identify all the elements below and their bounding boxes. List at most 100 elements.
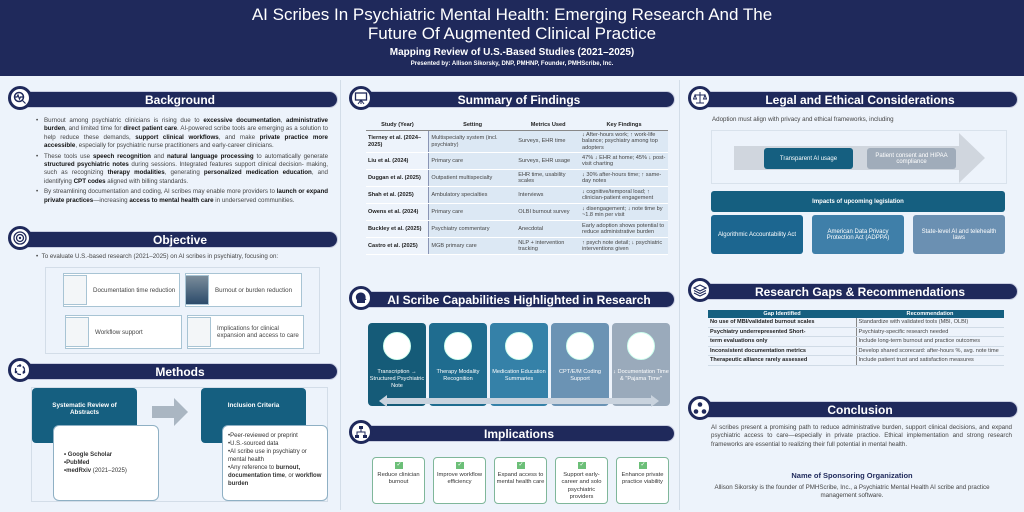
capability-label: ↓ Documentation Time & "Pajama Time"	[613, 369, 669, 382]
presenter-line: Presented by: Allison Sikorsky, DNP, PMH…	[410, 61, 614, 67]
table-cell: Outpatient multispecialty	[428, 169, 517, 188]
law-item: State-level AI and telehealth laws	[913, 215, 1005, 254]
section-title: Legal and Ethical Considerations	[702, 91, 1018, 108]
criteria-item: •Any reference to burnout, documentation…	[228, 465, 322, 487]
table-cell: Ambulatory specialties	[428, 186, 517, 205]
workflow-people-icon	[65, 317, 89, 347]
right-column: Legal and Ethical Considerations Adoptio…	[680, 80, 1024, 510]
table-cell: Standardize with validated tools (MBI, O…	[855, 318, 1004, 328]
table-cell: Psychiatry-specific research needed	[855, 327, 1004, 338]
table-cell: Psychiatry commentary	[428, 220, 517, 239]
implication-label: Expand access to mental health care	[496, 472, 545, 486]
law-item: Algorithmic Accountability Act	[711, 215, 803, 254]
table-cell: Primary care	[428, 203, 517, 222]
right-arrow-icon	[734, 133, 985, 183]
table-cell: ↓ cognitive/temporal load; ↑ clinician-p…	[580, 186, 668, 205]
table-cell: NLP + intervention tracking	[516, 237, 580, 256]
table-cell: Surveys, EHR usage	[516, 152, 580, 171]
column-header: Gap Identified	[708, 310, 856, 318]
background-bullet: By streamlining documentation and coding…	[36, 188, 328, 205]
table-row: Buckley et al. (2025)Psychiatry commenta…	[366, 220, 668, 239]
checkmark-icon: ✓	[639, 462, 647, 469]
capability-label: Medication Education Summaries	[492, 369, 546, 382]
section-title: Summary of Findings	[363, 91, 675, 108]
table-cell: ↓ After-hours work; ↑ work-life balance;…	[580, 130, 668, 154]
double-arrow-icon	[379, 395, 659, 407]
implication-card: ✓ Enhance private practice viability	[616, 457, 669, 504]
section-title: Background	[22, 91, 338, 108]
table-cell: Primary care	[428, 152, 517, 171]
capability-card: ↓ Documentation Time & "Pajama Time"	[612, 323, 670, 406]
implication-label: Enhance private practice viability	[621, 472, 664, 486]
checkmark-icon: ✓	[578, 462, 586, 469]
capability-card: Medication Education Summaries	[490, 323, 548, 406]
table-cell: Interviews	[516, 186, 580, 205]
poster-header: AI Scribes In Psychiatric Mental Health:…	[0, 0, 1024, 76]
target-icon	[8, 226, 32, 250]
objective-item-label: Documentation time reduction	[93, 286, 176, 294]
table-cell: Early adoption shows potential to reduce…	[580, 220, 668, 239]
network-icon	[688, 396, 712, 420]
table-cell: Tierney et al. (2024–2025)	[366, 130, 430, 154]
column-header: Study (Year)	[366, 120, 429, 131]
poster-subtitle: Mapping Review of U.S.-Based Studies (20…	[389, 47, 635, 58]
capability-card: CPT/E/M Coding Support	[551, 323, 609, 406]
capability-icon	[505, 332, 533, 360]
findings-table: Study (Year) Setting Metrics Used Key Fi…	[366, 120, 668, 256]
framework-diagram: Transparent AI usage Patient consent and…	[711, 130, 1007, 184]
framework-item: Patient consent and HIPAA compliance	[867, 148, 956, 169]
table-row: Tierney et al. (2024–2025)Multispecialty…	[366, 130, 668, 154]
capability-icon	[627, 332, 655, 360]
stressed-clinician-image	[185, 275, 209, 305]
column-header: Recommendation	[856, 310, 1004, 318]
legislation-header: Impacts of upcoming legislation	[711, 191, 1005, 212]
table-cell: Include patient trust and satisfaction m…	[855, 355, 1004, 366]
left-column: Background Burnout among psychiatric cli…	[0, 80, 340, 510]
sources-box: • Google Scholar •PubMed •medRxiv (2021–…	[53, 425, 159, 501]
column-header: Metrics Used	[516, 120, 580, 131]
criteria-item: •Peer-reviewed or preprint	[228, 433, 298, 439]
implication-card: ✓Support early-career and solo psychiatr…	[555, 457, 608, 504]
objective-grid: Documentation time reduction Burnout or …	[45, 267, 320, 354]
source-item: • Google Scholar	[64, 452, 113, 458]
objective-item: Workflow support	[65, 315, 182, 349]
table-cell: No use of MBI/validated burnout scales	[708, 318, 856, 328]
criteria-item: •AI scribe use in psychiatry or mental h…	[228, 449, 307, 463]
section-title: AI Scribe Capabilities Highlighted in Re…	[363, 291, 675, 308]
table-cell: MGB primary care	[428, 237, 517, 256]
table-header-row: Study (Year) Setting Metrics Used Key Fi…	[366, 120, 668, 131]
table-cell: 47% ↓ EHR at home; 45% ↓ post-visit char…	[580, 152, 668, 171]
table-cell: ↑ psych note detail; ↓ psychiatric inter…	[580, 237, 668, 256]
implication-card: ✓Improve workflow efficiency	[433, 457, 486, 504]
capability-label: Therapy Modality Recognition	[436, 369, 480, 382]
table-row: Shah et al. (2025)Ambulatory specialties…	[366, 186, 668, 205]
middle-column: Summary of Findings Study (Year) Setting…	[340, 80, 680, 510]
table-cell: Multispecialty system (incl. psychiatry)	[428, 130, 517, 154]
presentation-icon	[349, 86, 373, 110]
table-cell: Duggan et al. (2025)	[366, 169, 430, 188]
checklist-clock-icon	[63, 275, 87, 305]
table-cell: Liu et al. (2024)	[366, 152, 430, 171]
table-cell: Surveys, EHR time	[516, 130, 580, 154]
sponsor-title: Name of Sponsoring Organization	[791, 471, 913, 480]
source-item: •PubMed	[64, 460, 90, 466]
background-bullet: These tools use speech recognition and n…	[36, 153, 328, 187]
table-cell: Inconsistent documentation metrics	[708, 346, 856, 357]
table-row: Psychiatry underrepresented Short-Psychi…	[708, 327, 1004, 338]
column-header: Setting	[428, 120, 517, 131]
conclusion-text: AI scribes present a promising path to r…	[711, 424, 1012, 448]
table-cell: OLBI burnout survey	[516, 203, 580, 222]
implication-label: Improve workflow efficiency	[436, 472, 483, 486]
criteria-item: •U.S.-sourced data	[228, 441, 279, 447]
table-cell: Psychiatry underrepresented Short-	[708, 327, 856, 338]
objective-item-label: Workflow support	[95, 328, 143, 336]
objective-item: Burnout or burden reduction	[185, 273, 302, 307]
section-title: Methods	[22, 363, 338, 380]
scales-icon	[688, 86, 712, 110]
